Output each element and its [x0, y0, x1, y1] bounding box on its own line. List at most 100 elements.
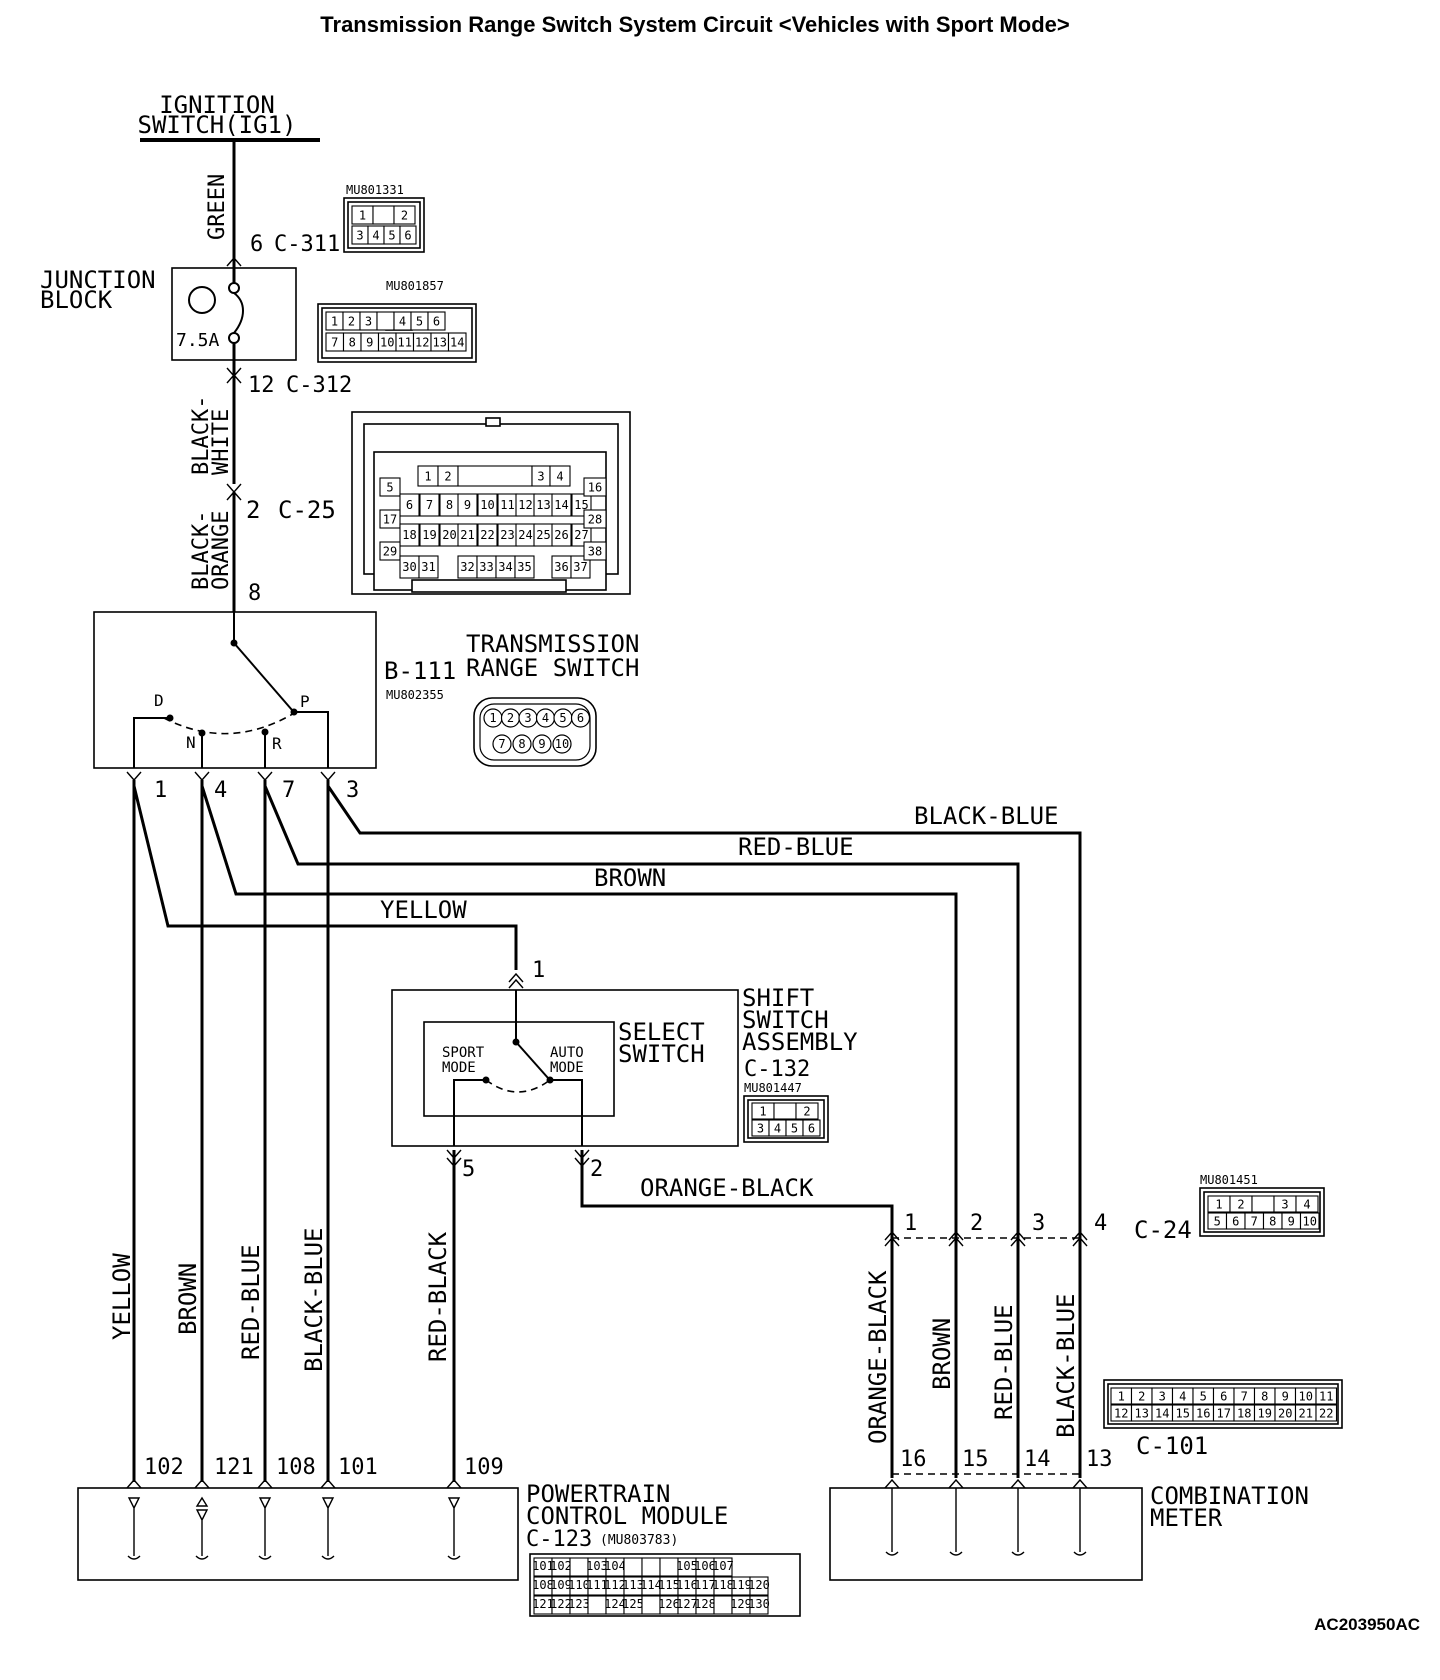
- c25-cell: 33: [479, 560, 493, 574]
- b111-pin: 5: [559, 711, 566, 725]
- c123-cell: 102: [550, 1559, 572, 1573]
- c25-cell: 21: [460, 528, 474, 542]
- c132-grid-cell: 1: [759, 1104, 766, 1118]
- c123-cell: 107: [712, 1559, 734, 1573]
- c24-pin-2: 2: [970, 1211, 983, 1236]
- junction-label-2: BLOCK: [40, 286, 113, 314]
- c123-cell: 119: [730, 1578, 752, 1592]
- c123-cell: 129: [730, 1597, 752, 1611]
- powertrain-control-module: [77, 1487, 519, 1581]
- c25-cell: 10: [480, 498, 494, 512]
- c25-cell: 30: [402, 560, 416, 574]
- c123-cell: 103: [586, 1559, 608, 1573]
- c132-grid-cell: 6: [808, 1121, 815, 1135]
- c312-grid-cell: 9: [366, 335, 373, 349]
- c25-cell: 4: [556, 469, 563, 483]
- trs-title-2: RANGE SWITCH: [466, 654, 639, 682]
- c312-grid-cell: 3: [365, 314, 372, 328]
- c24-grid-cell: 9: [1288, 1214, 1295, 1228]
- c123-cell: 124: [604, 1597, 626, 1611]
- sport-mode-label-2: MODE: [442, 1060, 476, 1076]
- fuse-rating: 7.5A: [176, 330, 220, 351]
- meter-red-blue-label: RED-BLUE: [990, 1304, 1018, 1420]
- c24-pin-4: 4: [1094, 1211, 1107, 1236]
- input-terminal-icon: [195, 1496, 209, 1560]
- c312-grid-cell: 5: [416, 314, 423, 328]
- b111-pin: 10: [555, 737, 569, 751]
- c312-grid-cell: 7: [331, 335, 338, 349]
- c132-label: C-132: [744, 1057, 810, 1082]
- c101-grid-cell: 14: [1155, 1406, 1169, 1420]
- c101-grid-cell: 19: [1258, 1406, 1272, 1420]
- c25-cell: 32: [460, 560, 474, 574]
- c101-grid-cell: 16: [1196, 1406, 1210, 1420]
- c312-grid-cell: 8: [349, 335, 356, 349]
- c123-cell: 111: [586, 1578, 608, 1592]
- c25-pin: 2: [246, 496, 260, 524]
- c101-grid-cell: 8: [1261, 1389, 1268, 1403]
- trs-pin-7: 7: [282, 778, 295, 803]
- red-blue-branch-label: RED-BLUE: [738, 833, 854, 861]
- c25-cell: 15: [574, 498, 588, 512]
- black-white-label-1: BLACK-: [189, 396, 214, 475]
- c101-grid-cell: 13: [1135, 1406, 1149, 1420]
- c25-cell: 18: [402, 528, 416, 542]
- c123-cell: 125: [622, 1597, 644, 1611]
- junction-block: JUNCTION BLOCK 7.5A: [40, 266, 297, 361]
- c311-grid-cell: 3: [356, 228, 363, 242]
- c25-cell: 28: [588, 512, 602, 526]
- c24-grid-cell: 7: [1251, 1214, 1258, 1228]
- sport-mode-label-1: SPORT: [442, 1045, 485, 1061]
- c101-grid-cell: 15: [1176, 1406, 1190, 1420]
- c312-grid-cell: 11: [398, 335, 412, 349]
- input-terminal-icon: [127, 1497, 141, 1560]
- c123-cell: 113: [622, 1578, 644, 1592]
- meter-box: [829, 1487, 1143, 1581]
- c101-grid-cell: 4: [1179, 1389, 1186, 1403]
- c25-cell: 17: [383, 512, 397, 526]
- trs-pins: 1 4 7 3: [126, 771, 359, 803]
- ss-pin-5: 5: [462, 1157, 475, 1182]
- c311-grid-cell: 4: [372, 228, 379, 242]
- c25-cell: 29: [383, 544, 397, 558]
- c132-grid-cell: 2: [803, 1104, 810, 1118]
- red-blue-label: RED-BLUE: [237, 1244, 265, 1360]
- auto-mode-label-1: AUTO: [550, 1045, 584, 1061]
- c123-cell: 101: [532, 1559, 554, 1573]
- meter-title-1: COMBINATION: [1150, 1482, 1309, 1510]
- c123-cell: 126: [658, 1597, 680, 1611]
- trs-input-pin: 8: [248, 581, 261, 606]
- select-switch-title-1: SELECT: [618, 1018, 705, 1046]
- c101-grid-cell: 3: [1159, 1389, 1166, 1403]
- c24-grid-cell: 3: [1281, 1197, 1288, 1211]
- yellow-branch-wire: [132, 785, 518, 970]
- trs-part: MU802355: [386, 688, 444, 702]
- c25-cell: 24: [518, 528, 532, 542]
- black-orange-label-2: ORANGE: [209, 511, 234, 590]
- pcm-pin-108: 108: [276, 1455, 316, 1480]
- input-terminal-icon: [885, 1488, 899, 1556]
- c24-grid-cell: 8: [1269, 1214, 1276, 1228]
- c25-cell: 23: [500, 528, 514, 542]
- c312-grid-cell: 10: [380, 335, 394, 349]
- c24-label: C-24: [1134, 1216, 1192, 1244]
- c123-cell: 115: [658, 1578, 680, 1592]
- c24-pin-1: 1: [904, 1211, 917, 1236]
- c312-label: C-312: [286, 373, 352, 398]
- c24-grid-cell: 1: [1215, 1197, 1222, 1211]
- c311-part: MU801331: [346, 183, 404, 197]
- trs-pin-1: 1: [154, 778, 167, 803]
- pcm-box: [77, 1487, 519, 1581]
- pcm-pin-121: 121: [214, 1455, 254, 1480]
- shift-assembly-title-1: SHIFT: [742, 984, 814, 1012]
- black-blue-branch-wire: [326, 785, 1082, 1478]
- c101-grid-cell: 6: [1220, 1389, 1227, 1403]
- c123-cell: 112: [604, 1578, 626, 1592]
- c312-grid-cell: 4: [399, 314, 406, 328]
- meter-pin-13: 13: [1086, 1447, 1113, 1472]
- c312-grid-cell: 2: [348, 314, 355, 328]
